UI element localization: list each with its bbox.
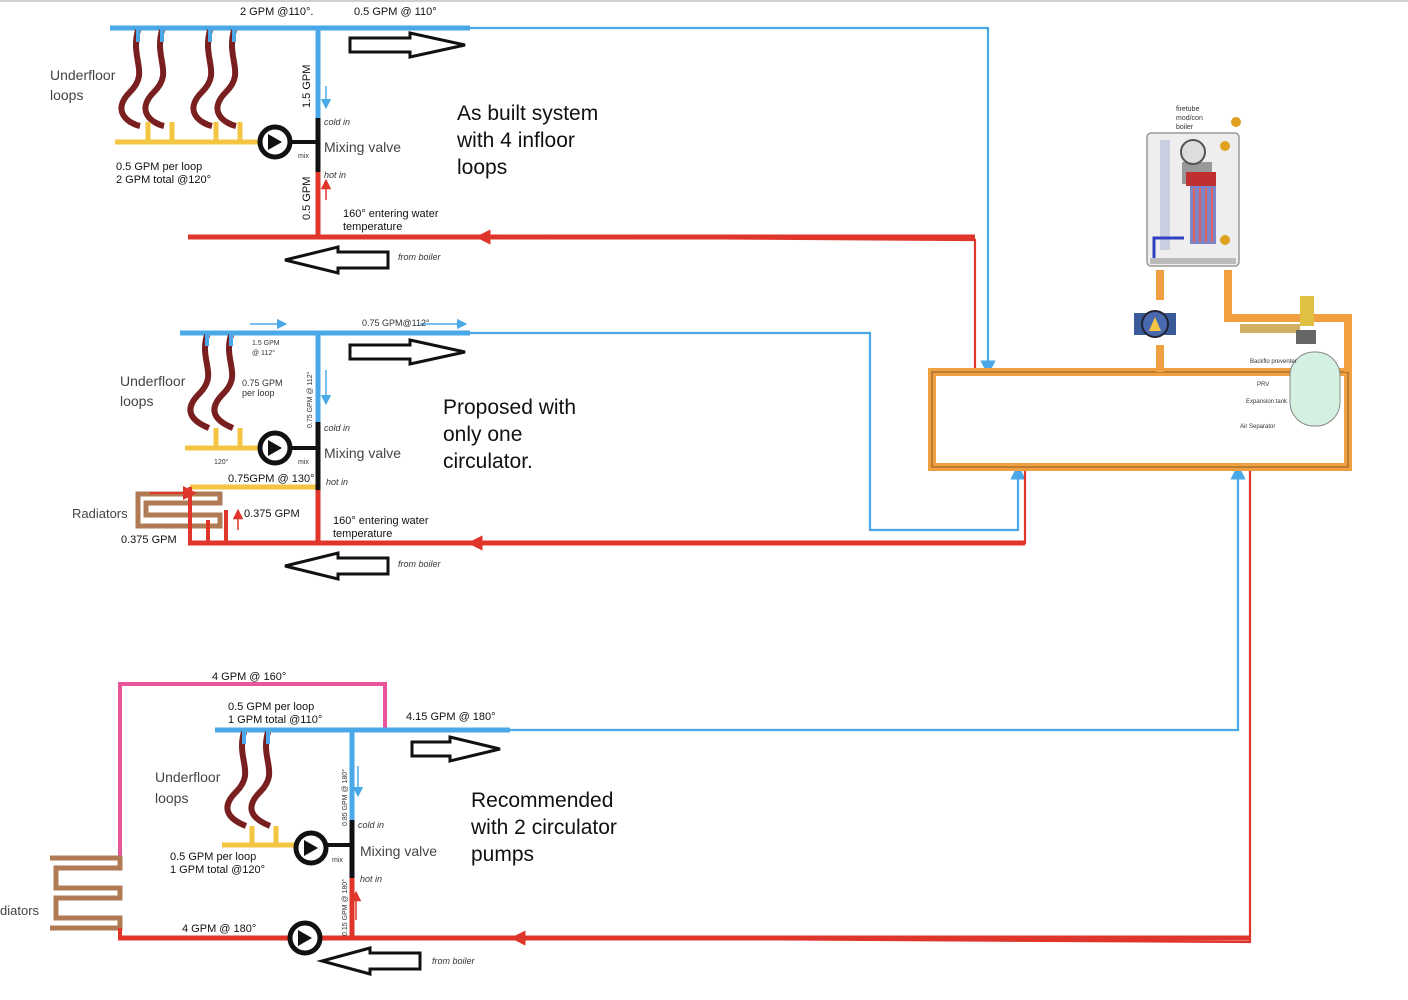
circulator-pump (293, 830, 329, 866)
second-circulator-pump (287, 920, 323, 956)
temp-120: 120° (214, 458, 229, 466)
boiler (1146, 117, 1241, 267)
mixing-valve-label: Mixing valve (360, 843, 437, 859)
vertical-flow: 0.75 GPM @ 112° (306, 371, 314, 428)
mixing-valve-label: Mixing valve (324, 445, 401, 461)
vertical-flow-top: 0.85 GPM @ 180° (341, 769, 349, 826)
mix-label: mix (332, 857, 343, 864)
per-loop-1: 0.75 GPM (242, 378, 283, 388)
bottom-flow: 4 GPM @ 180° (182, 923, 256, 935)
vertical-flow-bottom: 0.15 GPM @ 180° (341, 879, 349, 936)
flow-arrow-in (316, 946, 422, 976)
branch-flow-1: 1.5 GPM (252, 340, 280, 347)
panel-title-1: Proposed with (443, 396, 576, 419)
underfloor-label: Underfloor (155, 769, 221, 785)
boiler-assembly: firetube mod/con boiler Backflo prevente… (928, 106, 1352, 471)
boiler-label-3: boiler (1176, 124, 1194, 131)
panel-title-3: loops (457, 156, 507, 179)
underfloor-loops (118, 29, 239, 129)
entering-temp-2: temperature (333, 528, 392, 540)
hot-in-label: hot in (324, 170, 346, 180)
underfloor-label: Underfloor (120, 373, 186, 389)
cold-in-label: cold in (324, 423, 350, 433)
panel-as-built: 2 GPM @110°. 0.5 GPM @ 110° Underfloor l… (50, 6, 975, 275)
radiators-label: Radiators (72, 506, 128, 521)
panel-recommended: 4 GPM @ 160° 0.5 GPM per loop 1 GPM tota… (0, 671, 1250, 976)
radiator (135, 491, 223, 529)
component-expansion: Expansion tank (1246, 399, 1288, 405)
underfloor-label-2: loops (155, 790, 188, 806)
entering-temp-2: temperature (343, 221, 402, 233)
manifold-flow: 0.75GPM @ 130° (228, 473, 315, 485)
branch-flow-2: @ 112° (252, 349, 275, 357)
supply-flow-1: 0.5 GPM per loop (228, 701, 314, 713)
panel-title-2: only one (443, 423, 522, 446)
loop-flow-1: 0.5 GPM per loop (116, 161, 202, 173)
underfloor-loops (224, 731, 273, 829)
flow-arrow-in (284, 551, 390, 581)
panel-proposed: 0.75 GPM@112° 1.5 GPM @ 112° Underfloor … (72, 318, 1025, 581)
flow-arrow-out (348, 31, 466, 59)
entering-temp-1: 160° entering water (333, 515, 429, 527)
from-boiler-label: from boiler (398, 252, 442, 262)
supply-flow-b: 0.5 GPM @ 110° (354, 6, 437, 18)
radiator-flow-b: 0.375 GPM (121, 534, 177, 546)
component-prv: PRV (1257, 382, 1269, 388)
loop-flow-1: 0.5 GPM per loop (170, 851, 256, 863)
fittings (1240, 296, 1316, 344)
vertical-flow-top: 1.5 GPM (301, 65, 313, 108)
component-air: Air Separator (1240, 424, 1275, 430)
flow-arrow-out (410, 735, 501, 763)
return-manifold (222, 826, 298, 848)
from-boiler-label: from boiler (398, 559, 442, 569)
flow-arrow-in (284, 245, 390, 275)
boiler-label-1: firetube (1176, 106, 1199, 113)
underfloor-label-2: loops (120, 393, 153, 409)
underfloor-loops (187, 334, 236, 431)
return-manifold (185, 428, 318, 490)
connecting-pipes (467, 26, 1252, 946)
panel-title-3: pumps (471, 843, 534, 866)
radiator-flow-a: 0.375 GPM (244, 508, 300, 520)
underfloor-label: Underfloor (50, 67, 116, 83)
supply-flow-2: 1 GPM total @110° (228, 714, 322, 726)
supply-flow-a: 2 GPM @110°. (240, 6, 313, 18)
cold-in-label: cold in (358, 820, 384, 830)
underfloor-label-2: loops (50, 87, 83, 103)
bypass-pipe (118, 682, 387, 862)
mixing-valve-label: Mixing valve (324, 139, 401, 155)
boiler-circulator (1134, 310, 1176, 338)
panel-title-1: As built system (457, 102, 598, 125)
return-flow: 4.15 GPM @ 180° (406, 711, 496, 723)
per-loop-2: per loop (242, 388, 275, 398)
radiator (50, 855, 123, 931)
hot-in-label: hot in (326, 477, 348, 487)
bypass-flow: 4 GPM @ 160° (212, 671, 286, 683)
hot-in-label: hot in (360, 874, 382, 884)
entering-temp-1: 160° entering water (343, 208, 439, 220)
panel-title-2: with 4 infloor (456, 129, 575, 152)
from-boiler-label: from boiler (432, 956, 476, 966)
vertical-flow-bottom: 0.5 GPM (301, 177, 313, 220)
component-backflow: Backflo preventer (1250, 359, 1297, 365)
loop-flow-2: 2 GPM total @120° (116, 174, 211, 186)
panel-title-1: Recommended (471, 789, 613, 812)
mix-label: mix (298, 153, 309, 160)
panel-title-3: circulator. (443, 450, 533, 473)
return-manifold (115, 122, 262, 145)
mix-label: mix (298, 459, 309, 466)
panel-title-2: with 2 circulator (470, 816, 617, 839)
circulator-pump (257, 430, 293, 466)
supply-flow: 0.75 GPM@112° (362, 318, 430, 328)
flow-arrow-out (348, 338, 466, 366)
boiler-label-2: mod/con (1176, 115, 1203, 122)
circulator-pump (257, 124, 293, 160)
expansion-tank (1289, 351, 1341, 427)
loop-flow-2: 1 GPM total @120° (170, 864, 265, 876)
radiators-label: diators (0, 903, 40, 918)
cold-in-label: cold in (324, 117, 350, 127)
